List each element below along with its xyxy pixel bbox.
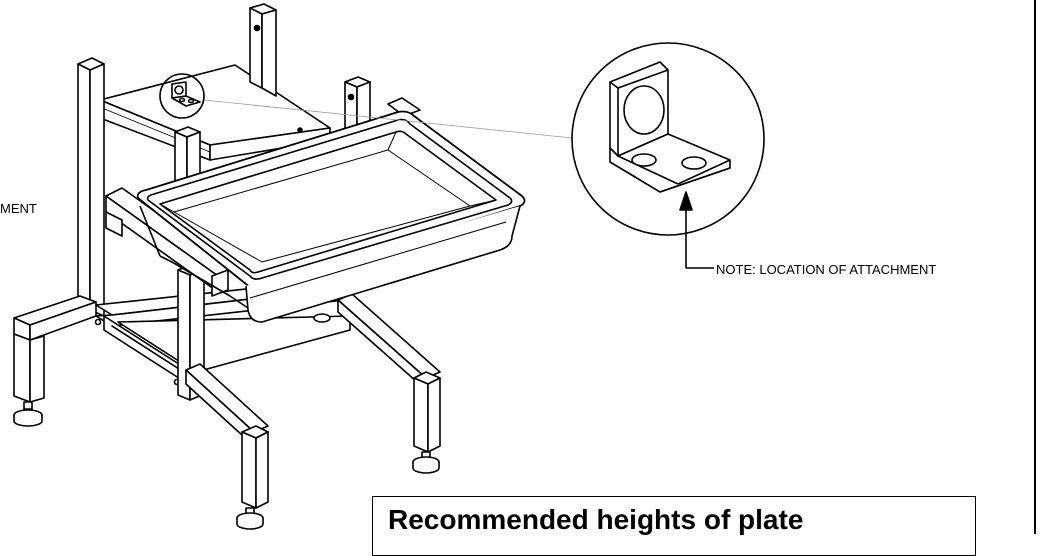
left-foot <box>13 295 97 427</box>
rear-post-left <box>249 3 277 97</box>
front-leg <box>185 363 269 530</box>
tray <box>136 110 526 323</box>
attachment-note: NOTE: LOCATION OF ATTACHMENT <box>716 262 937 277</box>
heights-box-title: Recommended heights of plate <box>388 504 804 535</box>
attachment-arrow <box>679 191 714 269</box>
right-leg <box>337 293 441 474</box>
left-note-fragment: MENT <box>0 201 37 216</box>
detail-leader <box>203 99 573 139</box>
detail-view <box>571 42 765 236</box>
front-post-left <box>77 57 105 317</box>
technical-drawing <box>13 3 765 530</box>
small-bracket <box>159 73 205 119</box>
tray-rail <box>105 97 421 297</box>
frame-border <box>1034 0 1036 534</box>
